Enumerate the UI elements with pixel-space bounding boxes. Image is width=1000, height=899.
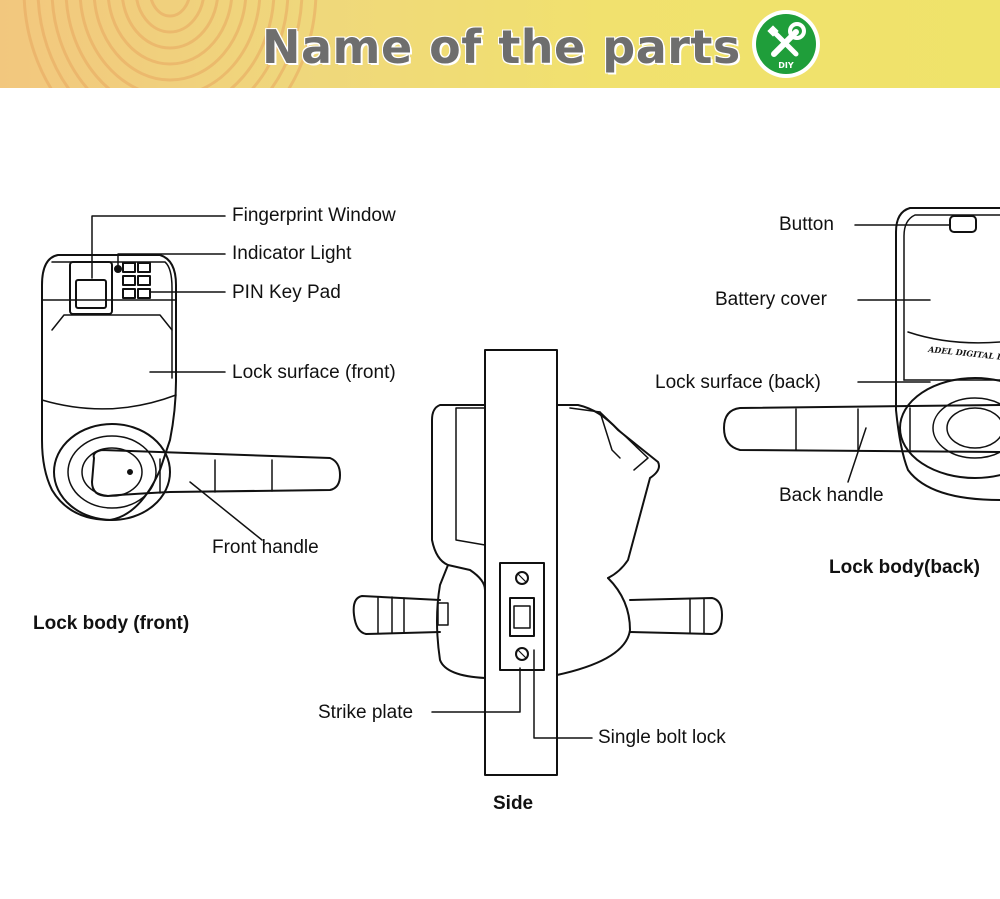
label-fingerprint-window: Fingerprint Window: [232, 205, 396, 226]
lock-side-illustration: [352, 349, 723, 776]
lock-diagram: ADEL DIGITAL LOCK: [41, 207, 1000, 776]
caption-side: Side: [493, 793, 534, 814]
pin-key-pad: [122, 262, 151, 299]
single-bolt: [509, 597, 535, 637]
door-section: [484, 349, 558, 776]
back-handle-shape: [723, 404, 1000, 453]
side-right-body: [556, 404, 660, 579]
label-button: Button: [779, 214, 834, 235]
badge-text: DIY: [778, 61, 794, 70]
diy-badge: DIY: [752, 10, 820, 78]
label-back-handle: Back handle: [779, 485, 884, 506]
lock-back-housing: [895, 207, 1000, 501]
label-pin-key-pad: PIN Key Pad: [232, 282, 341, 303]
label-strike-plate: Strike plate: [318, 702, 414, 723]
side-leader-lines: [431, 649, 593, 739]
lock-back-illustration: [723, 207, 1000, 501]
side-left-handle: [352, 595, 441, 635]
label-battery-cover: Battery cover: [715, 289, 827, 310]
lock-front-housing: [41, 254, 177, 521]
page-title: Name of the parts: [262, 20, 741, 74]
side-right-handle: [629, 597, 723, 635]
side-left-body: [431, 404, 486, 591]
side-left-rose: [436, 564, 486, 679]
battery-cover-edge: [907, 331, 1000, 344]
caption-lock-body-back: Lock body(back): [829, 557, 980, 578]
header-banner: Name of the parts DIY: [0, 0, 1000, 88]
caption-lock-body-front: Lock body (front): [33, 613, 190, 634]
back-button: [949, 215, 977, 233]
front-rosette: [53, 423, 171, 521]
label-lock-surface-back: Lock surface (back): [655, 372, 821, 393]
front-handle-shape: [91, 449, 341, 497]
front-leader-lines: [91, 215, 263, 541]
back-rosette: [899, 377, 1000, 479]
label-single-bolt-lock: Single bolt lock: [598, 727, 726, 748]
label-front-handle: Front handle: [212, 537, 319, 558]
side-right-rose: [556, 577, 631, 676]
back-leader-lines: [847, 224, 951, 483]
label-lock-surface-front: Lock surface (front): [232, 362, 396, 383]
fingerprint-pattern-icon: [22, 0, 318, 88]
lock-front-inner-outline: [51, 261, 173, 379]
label-indicator-light: Indicator Light: [232, 243, 352, 264]
device-marking: ADEL DIGITAL LOCK: [927, 344, 1000, 364]
lock-front-illustration: [41, 254, 341, 521]
fingerprint-window: [69, 261, 113, 315]
strike-plate: [499, 562, 545, 671]
